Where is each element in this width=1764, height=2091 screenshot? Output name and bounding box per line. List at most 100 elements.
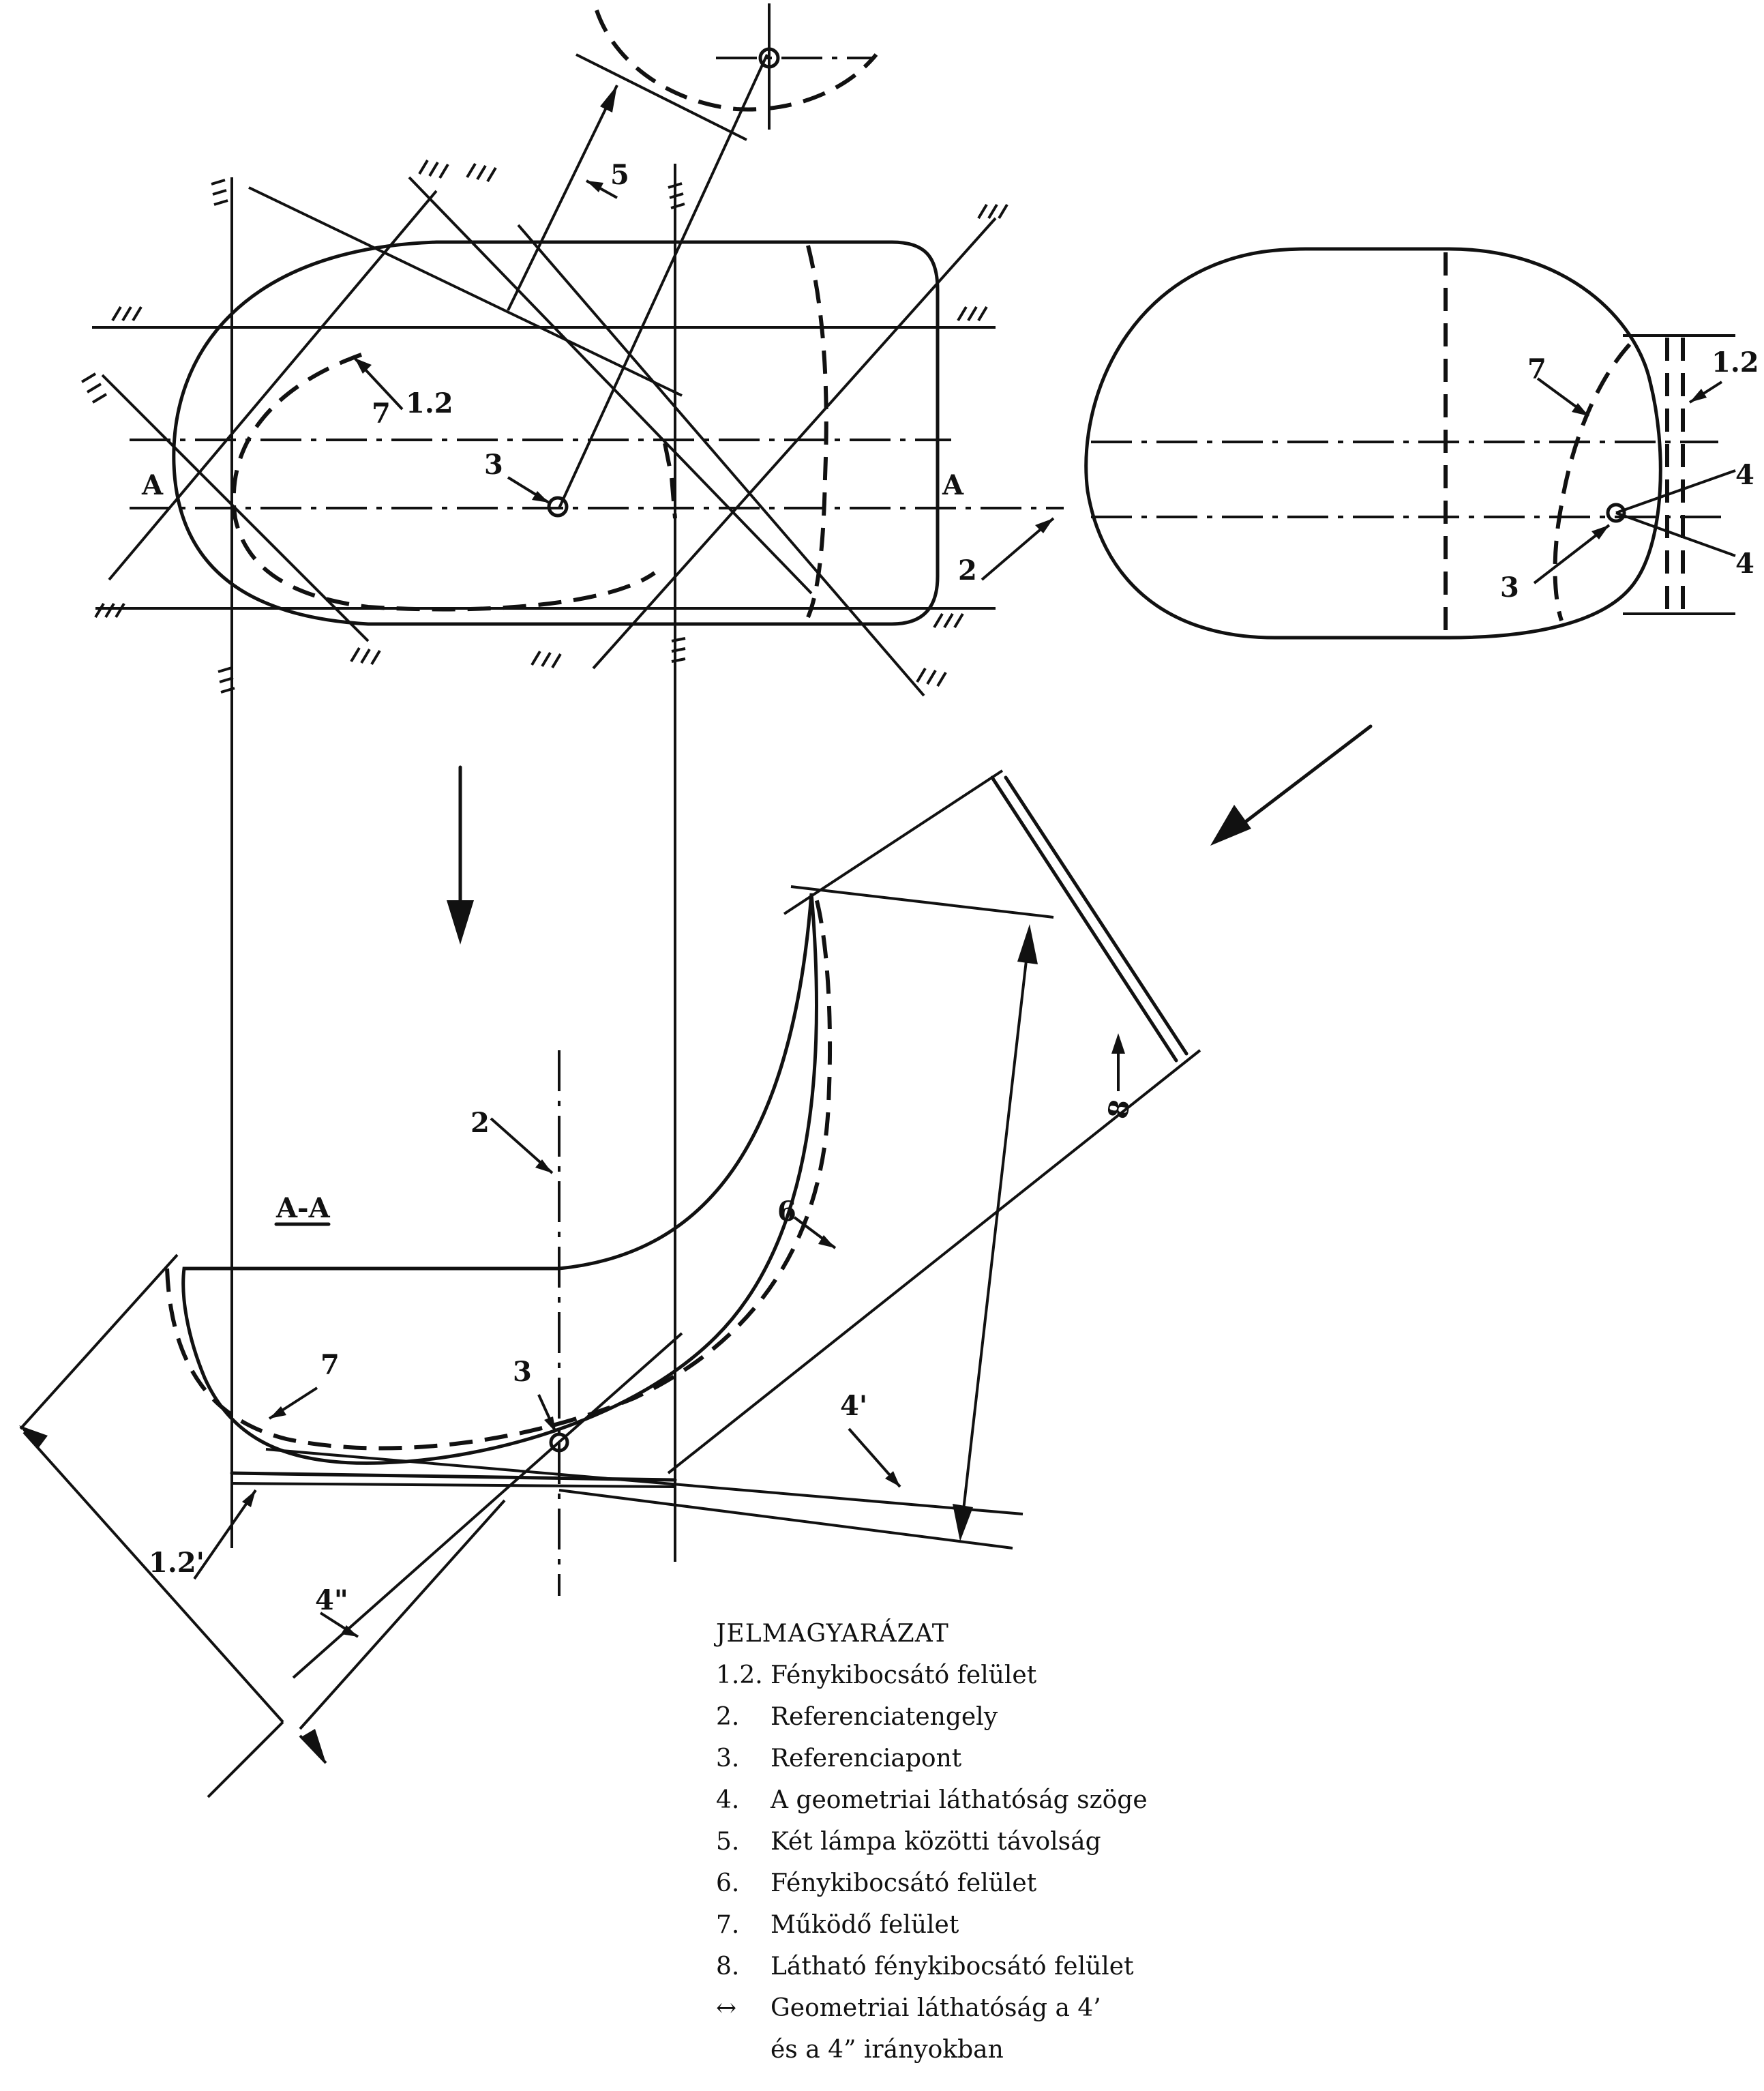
legend-item-number: 4.: [716, 1786, 740, 1814]
legend-item-number: 6.: [716, 1869, 740, 1897]
dimension-frame-bottom-short: [207, 1721, 284, 1798]
legend-item-text: Két lámpa közötti távolság: [771, 1828, 1101, 1856]
label-3-top: 3: [484, 449, 503, 481]
legend-title: JELMAGYARÁZAT: [716, 1620, 949, 1648]
legend-item: 8. Látható fénykibocsátó felület: [716, 1946, 1261, 1987]
legend-item-number: 7.: [716, 1911, 740, 1939]
label-3-right: 3: [1500, 572, 1519, 604]
view-arrow-diagonal: [1210, 805, 1251, 846]
top-left-view: 5 7 1.2 3 A A 2: [80, 3, 1064, 1562]
section-base-line-inner: [231, 1482, 676, 1488]
legend-item: 2. Referenciatengely: [716, 1696, 1261, 1738]
label-4-upper: 4: [1735, 459, 1754, 491]
lamp-outline-right: [1084, 247, 1662, 640]
visibility-angle-line-upper: [1615, 469, 1736, 514]
label-section-a-right: A: [942, 469, 964, 501]
legend-item: 7. Működő felület: [716, 1904, 1261, 1946]
view-direction-arrows: [447, 724, 1373, 945]
legend-item-number: 3.: [716, 1745, 740, 1773]
label-7-right: 7: [1527, 353, 1546, 385]
diagonal-line-2: [108, 190, 438, 581]
lamp-outline-left: [172, 240, 940, 626]
dimension-arrowhead-5: [600, 85, 617, 113]
label-6: 6: [777, 1196, 796, 1228]
legend-item-text: Látható fénykibocsátó felület: [771, 1953, 1134, 1981]
dimension-frame-bottom-diagonal: [299, 1499, 506, 1730]
label-2-top: 2: [958, 554, 977, 587]
section-tangent-top: [790, 885, 1054, 919]
legend-item-text: A geometriai láthatóság szöge: [771, 1786, 1148, 1814]
lamp-spacing-line: [558, 54, 768, 509]
legend-item-text: Referenciatengely: [771, 1703, 998, 1731]
diagonal-line-5: [592, 217, 997, 670]
label-4-double-prime: 4": [315, 1584, 348, 1616]
legend-item: 5. Két lámpa közötti távolság: [716, 1821, 1261, 1863]
reference-point-3-section: [549, 1432, 569, 1453]
dimension-frame-left-diagonal: [23, 1431, 284, 1723]
legend-item: 6. Fénykibocsátó felület: [716, 1863, 1261, 1904]
frame-right-edge: [667, 1049, 1201, 1474]
dimension-arrowhead-8-top: [1017, 924, 1038, 964]
diagonal-line-1: [248, 186, 683, 397]
second-lamp-reference-point: [758, 47, 780, 69]
legend-item-continuation: és a 4” irányokban: [771, 2036, 1004, 2064]
label-5: 5: [610, 159, 629, 191]
legend: JELMAGYARÁZAT 1.2. Fénykibocsátó felület…: [716, 1613, 1261, 2071]
visible-surface-line-8: [990, 775, 1178, 1063]
legend-item-text: Referenciapont: [771, 1745, 962, 1773]
leader-arrows-top-left: [353, 179, 1055, 581]
frame-upper-left-edge: [783, 769, 1004, 915]
dimension-frame-bottom-leader: [299, 1734, 327, 1764]
label-8: 8: [1102, 1097, 1137, 1122]
legend-item: 1.2. Fénykibocsátó felület: [716, 1655, 1261, 1696]
legend-item: 4. A geometriai láthatóság szöge: [716, 1779, 1261, 1821]
legend-item-number: 5.: [716, 1828, 740, 1856]
diagonal-line-6: [517, 224, 925, 697]
leader-arrows-section: [193, 1033, 1125, 1638]
visibility-angle-line-lower: [1615, 511, 1736, 557]
label-1-2-top: 1.2: [406, 387, 453, 419]
section-line-dashed-left: [806, 245, 828, 619]
label-1-2-right: 1.2: [1711, 346, 1759, 379]
dimension-line-8: [960, 930, 1031, 1528]
visibility-line-4-prime-upper: [265, 1448, 1023, 1515]
dimension-frame-left-top: [19, 1254, 179, 1430]
label-section-a-a: A-A: [275, 1192, 331, 1224]
tangent-line-top: [575, 53, 747, 141]
legend-item: 3. Referenciapont: [716, 1738, 1261, 1779]
section-a-a-view: A-A: [19, 769, 1201, 1798]
hatching-marks: [80, 159, 1008, 694]
visible-surface-line-8-inner: [1004, 775, 1189, 1056]
dimension-arrowhead-left: [19, 1425, 48, 1449]
illuminating-surface-dashed-left: [231, 353, 656, 612]
legend-item-number: 8.: [716, 1953, 740, 1981]
second-lamp-outline-dashed: [595, 10, 878, 112]
label-4-prime: 4': [840, 1390, 867, 1422]
diagonal-line-3: [408, 176, 813, 595]
label-7-top: 7: [372, 398, 391, 430]
legend-item-double-arrow-icon: ↔: [716, 1994, 737, 2022]
visibility-line-4-prime-lower: [558, 1489, 1013, 1549]
leader-arrows-top-right: [1533, 377, 1723, 584]
reference-point-3-left: [547, 496, 569, 518]
top-right-view: 7 1.2 4 4 3: [1084, 247, 1759, 640]
legend-item-text: Fénykibocsátó felület: [771, 1661, 1037, 1689]
reference-point-3-right: [1606, 503, 1626, 523]
legend-item-number: 2.: [716, 1703, 740, 1731]
label-2-section: 2: [470, 1107, 490, 1139]
dimension-line-5: [507, 85, 618, 311]
diagonal-line-4: [101, 374, 370, 642]
view-arrow-down: [447, 900, 474, 945]
illuminating-surface-dashed-right: [1553, 342, 1632, 621]
operating-surface-dashed-section: [165, 893, 833, 1451]
legend-item-text: Működő felület: [771, 1911, 959, 1939]
label-section-a-left: A: [141, 469, 164, 501]
legend-item: ↔ Geometriai láthatóság a 4’: [716, 1987, 1261, 2029]
visibility-line-4-double-prime: [292, 1332, 683, 1679]
section-outline: [181, 893, 818, 1465]
label-4-lower: 4: [1735, 548, 1754, 580]
legend-item-number: 1.2.: [716, 1661, 763, 1689]
label-1-2-prime: 1.2': [149, 1547, 205, 1579]
inner-dashed-line: [663, 443, 677, 519]
